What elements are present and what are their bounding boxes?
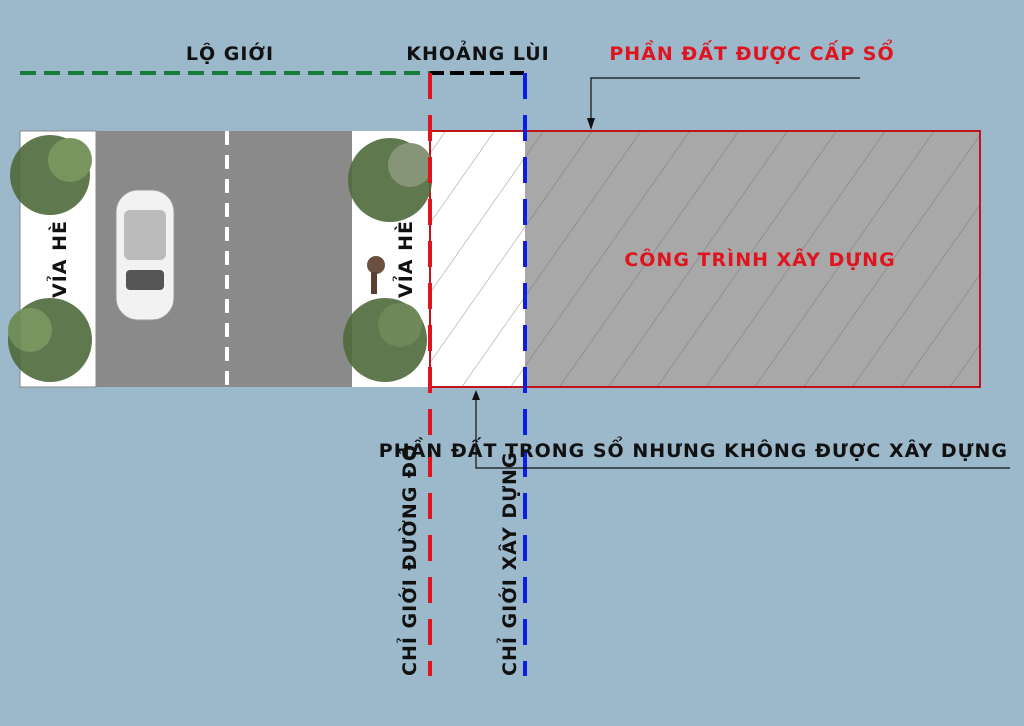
setback-hatch <box>430 131 525 387</box>
person-icon <box>367 256 385 294</box>
certified-land-pointer <box>590 77 860 124</box>
arrow-down-icon <box>587 118 595 130</box>
no-build-area-label: PHẦN ĐẤT TRONG SỔ NHƯNG KHÔNG ĐƯỢC XÂY D… <box>379 435 1008 462</box>
via-he-right-label: VỈA HÈ <box>392 220 417 298</box>
via-he-left-label: VỈA HÈ <box>46 220 71 298</box>
car-icon <box>115 189 175 321</box>
setback-area-pointer <box>475 396 1010 469</box>
tree-icon <box>8 135 432 382</box>
building-label: CÔNG TRÌNH XÂY DỰNG <box>624 247 895 271</box>
lo-gioi-label: LỘ GIỚI <box>186 41 274 65</box>
building-hatch <box>525 131 980 387</box>
khoang-lui-label: KHOẢNG LÙI <box>406 40 550 65</box>
arrow-up-icon <box>472 390 480 400</box>
building-boundary-label: CHỈ GIỚI XÂY DỰNG <box>496 451 521 676</box>
certified-land-label: PHẦN ĐẤT ĐƯỢC CẤP SỔ <box>609 38 894 65</box>
red-boundary-label: CHỈ GIỚI ĐƯỜNG ĐỎ <box>396 444 421 676</box>
